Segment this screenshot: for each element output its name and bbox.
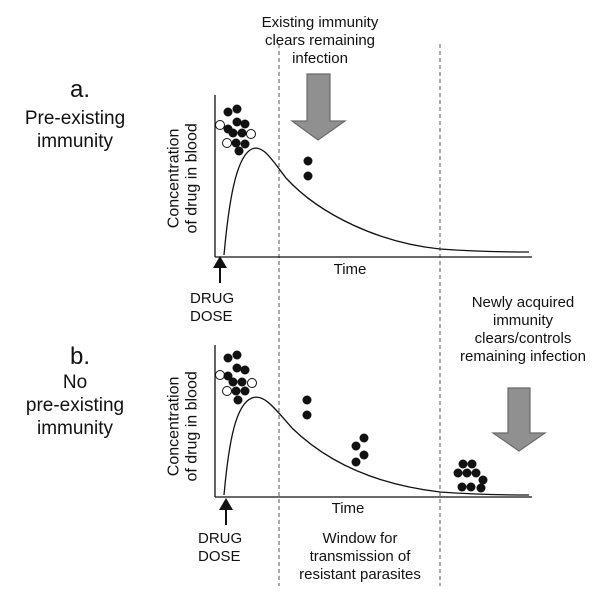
panel-a-chart [213,73,532,283]
panel-b-dose-line-2: DOSE [198,548,241,565]
panel-b-parasites-mid-1 [302,395,312,420]
panel-a-immunity-arrow [290,73,347,141]
panel-b-window-line-1: Window for [322,530,398,547]
panel-a-title: Pre-existing immunity [0,108,150,154]
panel-b-dose-arrow-head [219,498,233,510]
panel-a-x-label: Time [333,261,367,278]
panel-b-y-label-line-1: Concentration [165,376,183,477]
panel-b-note-line-4: remaining infection [460,348,586,365]
panel-b-x-label: Time [331,500,365,517]
panel-b-parasite-cluster [215,350,257,405]
panel-a-dose-line-1: DRUG [190,290,235,307]
panel-b-dose-line-1: DRUG [198,530,243,547]
panel-b-window-line-3: resistant parasites [299,566,421,583]
panel-b-letter: b. [69,343,90,370]
panel-a-letter: a. [69,76,90,103]
panel-a-y-label: Concentration of drug in blood [166,98,203,258]
panel-b-window-line-2: transmission of [309,548,411,565]
panel-b-note-line-2: immunity [492,312,553,329]
panel-b-title: No pre-existing immunity [0,372,150,440]
panel-a-note-line-2: clears remaining [264,32,376,49]
panel-b-y-label: Concentration of drug in blood [166,346,203,506]
panel-a-dose-label: DRUG DOSE [190,290,260,326]
panel-b-parasites-mid-2 [351,433,369,467]
panel-a-immunity-note: Existing immunity clears remaining infec… [240,14,400,68]
panel-b-window-note: Window for transmission of resistant par… [285,530,435,584]
panel-a-title-line-1: Pre-existing [24,108,126,129]
panel-a-drug-curve [223,147,530,256]
panel-b-title-line-1: No [62,372,88,393]
panel-a-parasite-cluster [215,104,256,156]
panel-b-chart [214,345,547,525]
panel-b-immunity-arrow [491,387,547,452]
panel-b-immunity-note: Newly acquired immunity clears/controls … [446,294,600,366]
panel-a-dose-arrow-head [213,256,227,268]
panel-a-title-line-2: immunity [36,130,113,152]
panel-a-remaining-parasites [303,156,313,181]
panel-b-note-line-3: clears/controls [474,330,572,347]
panel-a-note-line-3: infection [292,50,348,67]
panel-b-y-label-line-2: of drug in blood [184,371,201,482]
panel-b-note-line-1: Newly acquired [471,294,575,311]
panel-a-y-label-line-1: Concentration [165,128,183,229]
panel-a-y-label-line-2: of drug in blood [184,123,201,234]
panel-b-dose-label: DRUG DOSE [198,530,268,566]
panel-a-note-line-1: Existing immunity [261,14,379,31]
panel-b-drug-curve [223,396,530,496]
panel-a-dose-line-2: DOSE [190,308,233,325]
panel-b-title-line-2: pre-existing [25,394,125,416]
panel-b-parasites-late [453,459,488,493]
panel-b-title-line-3: immunity [36,417,113,439]
